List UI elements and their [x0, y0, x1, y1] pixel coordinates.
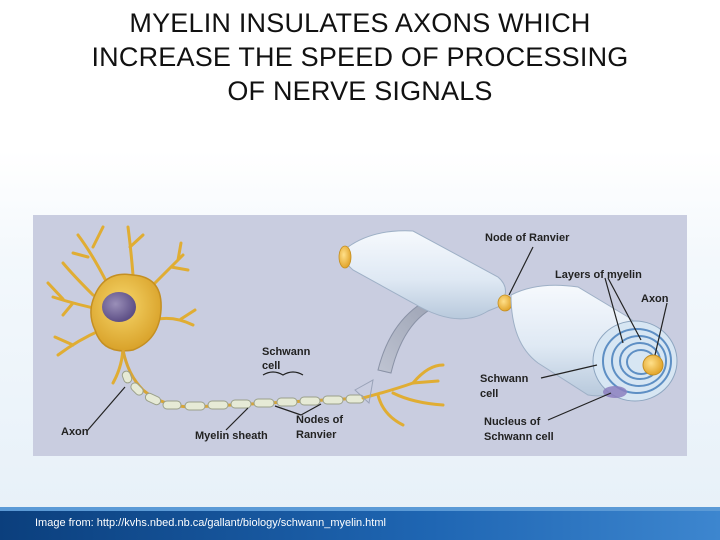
- label-axon-right: Axon: [641, 293, 669, 305]
- label-schwann-cell-top-1: Schwann: [262, 346, 311, 358]
- footer-bar: Image from: http://kvhs.nbed.nb.ca/galla…: [0, 507, 720, 540]
- cell-nucleus: [102, 292, 136, 322]
- myelin-segments: [121, 370, 365, 411]
- schwann-cylinder-2: [510, 284, 678, 402]
- image-credit: Image from: http://kvhs.nbed.nb.ca/galla…: [35, 517, 386, 529]
- label-nodes-2: Ranvier: [296, 429, 337, 441]
- label-myelin-sheath: Myelin sheath: [195, 430, 268, 442]
- neuron-diagram: Node of Ranvier Layers of myelin Axon Sc…: [33, 215, 687, 456]
- label-schwann-cell-top-2: cell: [262, 360, 280, 372]
- magnifier-marker: [354, 379, 374, 404]
- label-nodes-1: Nodes of: [296, 414, 343, 426]
- leader-lines: [86, 246, 668, 432]
- label-nucleus-1: Nucleus of: [484, 416, 541, 428]
- schwann-cylinder-1: [338, 230, 506, 320]
- label-nucleus-2: Schwann cell: [484, 431, 554, 443]
- axon-terminals: [361, 363, 445, 427]
- label-node-of-ranvier: Node of Ranvier: [485, 232, 570, 244]
- slide-title: MYELIN INSULATES AXONS WHICH INCREASE TH…: [0, 6, 720, 108]
- label-axon-left: Axon: [61, 426, 89, 438]
- label-schwann-cell-right-1: Schwann: [480, 373, 529, 385]
- axon-core: [642, 354, 664, 376]
- title-line-2: INCREASE THE SPEED OF PROCESSING: [91, 42, 629, 72]
- diagram-labels: Node of Ranvier Layers of myelin Axon Sc…: [61, 232, 669, 443]
- label-layers-of-myelin: Layers of myelin: [555, 269, 642, 281]
- title-line-1: MYELIN INSULATES AXONS WHICH: [129, 8, 591, 38]
- schwann-brace: [262, 371, 304, 376]
- label-schwann-cell-right-2: cell: [480, 388, 498, 400]
- title-line-3: OF NERVE SIGNALS: [227, 76, 493, 106]
- schwann-nucleus: [603, 386, 627, 398]
- node-of-ranvier-marker: [497, 294, 513, 312]
- neuron-illustration: Node of Ranvier Layers of myelin Axon Sc…: [46, 225, 678, 443]
